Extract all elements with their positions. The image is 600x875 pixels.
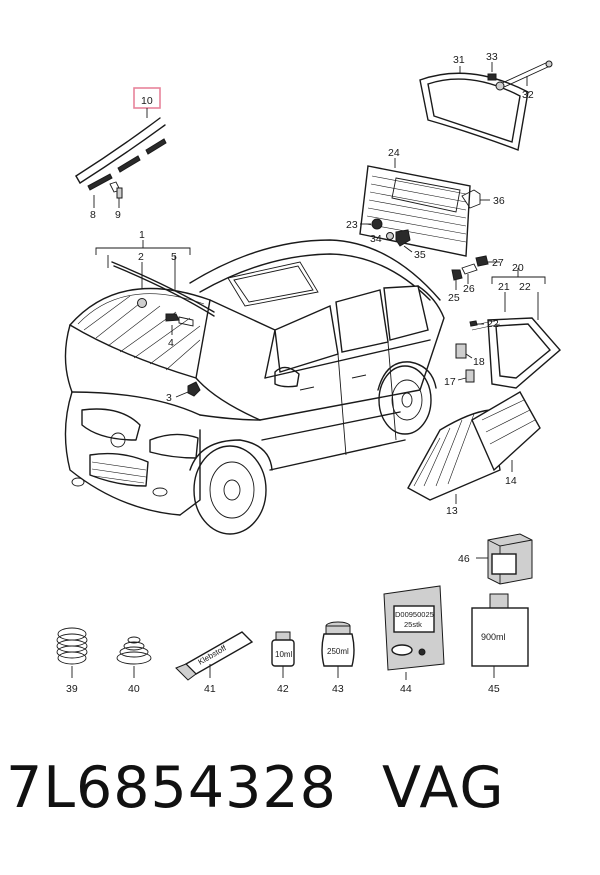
- callout-34: 34: [370, 233, 382, 245]
- callout-21: 21: [498, 281, 510, 293]
- part-17: [465, 369, 475, 383]
- callout-36: 36: [493, 195, 505, 207]
- bag-code: D00950025: [395, 610, 434, 619]
- brand-name: VAG: [382, 755, 506, 821]
- adhesive-tube-part-41: Klebstoff: [175, 631, 254, 681]
- spring-part-39: [56, 627, 88, 678]
- spring-part-40: [116, 636, 152, 678]
- bottle-part-42: 10ml: [271, 631, 295, 678]
- callout-23: 23: [346, 219, 358, 231]
- door-glass-part-14: [471, 391, 541, 472]
- callout-10: 10: [141, 95, 153, 107]
- part-26: [461, 263, 478, 275]
- callout-41: 41: [204, 683, 216, 695]
- callout-3: 3: [166, 392, 172, 404]
- callout-35: 35: [414, 249, 426, 261]
- callout-40: 40: [128, 683, 140, 695]
- callout-22: 22: [487, 318, 499, 330]
- callout-31: 31: [453, 54, 465, 66]
- callout-numbers: 10 8 9 1 2 5 4 3 31 33 32 24 36 23 34 35…: [66, 51, 534, 695]
- primer-box-part-46: [476, 533, 533, 585]
- callout-17: 17: [444, 376, 456, 388]
- callout-5: 5: [171, 251, 177, 263]
- callout-45: 45: [488, 683, 500, 695]
- callout-2: 2: [138, 251, 144, 263]
- part-25: [451, 269, 463, 281]
- bag-qty: 25stk: [404, 620, 422, 629]
- callout-39: 39: [66, 683, 78, 695]
- callout-42: 42: [277, 683, 289, 695]
- nut-part-23: [371, 218, 383, 230]
- canister-part-45: 900ml: [471, 593, 529, 678]
- clip-part-33: [487, 62, 497, 81]
- callout-26: 26: [463, 283, 475, 295]
- callout-4: 4: [168, 337, 174, 349]
- callout-13: 13: [446, 505, 458, 517]
- callout-44: 44: [400, 683, 412, 695]
- callout-22-top: 22: [519, 281, 531, 293]
- callout-27: 27: [492, 257, 504, 269]
- bottle-label: 10ml: [275, 650, 293, 659]
- trim-strip-part-10: [75, 117, 167, 199]
- callout-24: 24: [388, 147, 400, 159]
- part-number: 7L6854328: [6, 755, 337, 821]
- callout-43: 43: [332, 683, 344, 695]
- part-35: [395, 229, 411, 247]
- quarter-glass-part-21: [487, 317, 561, 389]
- part-27: [475, 255, 489, 267]
- rear-window-part-31: [419, 66, 529, 151]
- jar-part-43: 250ml: [321, 621, 355, 678]
- callout-25: 25: [448, 292, 460, 304]
- callout-33: 33: [486, 51, 498, 63]
- callout-32: 32: [522, 89, 534, 101]
- callout-8: 8: [90, 209, 96, 221]
- callout-9: 9: [115, 209, 121, 221]
- callout-1: 1: [139, 229, 145, 241]
- bag-part-44: D00950025 25stk: [383, 585, 445, 680]
- gas-strut-part-32: [495, 60, 553, 91]
- jar-label: 250ml: [327, 647, 349, 656]
- footer: 7L6854328 VAG: [0, 755, 600, 845]
- vehicle-outline: [64, 239, 445, 535]
- part-34: [386, 232, 394, 240]
- callout-14: 14: [505, 475, 517, 487]
- canister-label: 900ml: [481, 632, 506, 642]
- part-18: [455, 343, 467, 359]
- callout-20: 20: [512, 262, 524, 274]
- callout-46: 46: [458, 553, 470, 565]
- callout-18: 18: [473, 356, 485, 368]
